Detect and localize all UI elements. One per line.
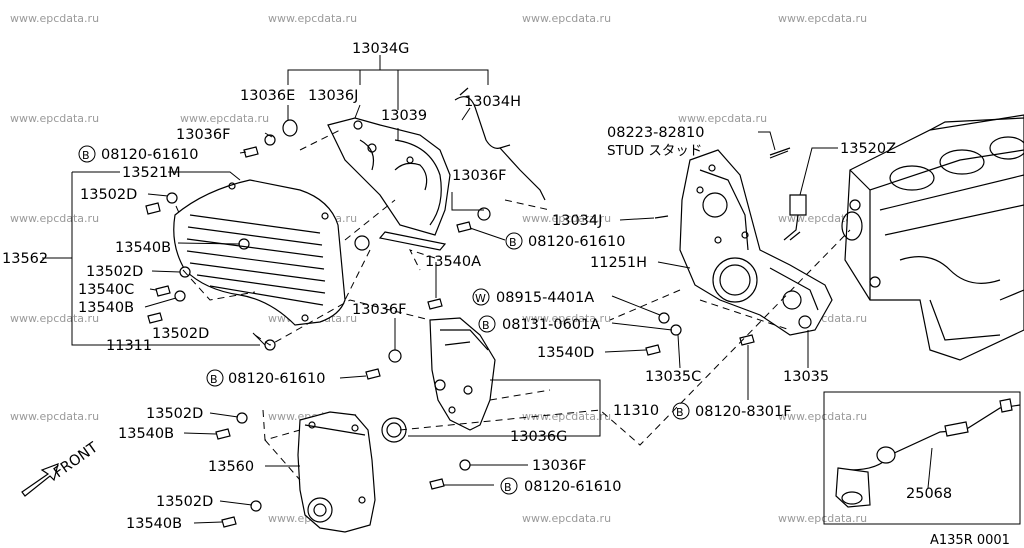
upper-front-cover-drawing [173,179,346,326]
watermark: www.epcdata.ru [10,12,99,25]
alignment-dashed-lines [175,129,851,481]
part-label-13035C[interactable]: 13035C [645,369,701,385]
part-label-13036F[interactable]: 13036F [452,168,506,184]
part-label-13036F[interactable]: 13036F [532,458,586,474]
part-label-13039[interactable]: 13039 [381,108,427,124]
part-label-13034G[interactable]: 13034G [352,41,409,57]
watermark: www.epcdata.ru [522,410,611,423]
washer-badge: W [472,288,490,306]
part-label-08223-82810[interactable]: 08223-82810 [607,125,705,141]
part-label-08120-8301F[interactable]: 08120-8301F [695,404,792,420]
part-label-13540D[interactable]: 13540D [537,345,594,361]
svg-text:B: B [504,481,512,494]
part-label-08120-61610[interactable]: 08120-61610 [528,234,626,250]
part-label-08120-61610[interactable]: 08120-61610 [524,479,622,495]
part-label-13036F[interactable]: 13036F [176,127,230,143]
part-label-13540B[interactable]: 13540B [115,240,171,256]
svg-text:B: B [676,406,684,419]
engine-block-drawing [841,114,1024,361]
part-label-13540B[interactable]: 13540B [118,426,174,442]
part-label-13521M[interactable]: 13521M [122,165,181,181]
part-label-13540B[interactable]: 13540B [126,516,182,532]
bolt-badge: B [478,315,496,333]
part-label-13034H[interactable]: 13034H [464,94,521,110]
part-labels: 13034G 13036E 13036J 13039 13034H 13036F… [2,41,1010,548]
part-label-13036J[interactable]: 13036J [308,88,358,104]
part-label-13034J[interactable]: 13034J [552,213,602,229]
inset-sensor-box [823,391,1021,525]
watermark: www.epcdata.ru [10,312,99,325]
stud-note: STUD スタッド [607,143,702,159]
part-label-13035[interactable]: 13035 [783,369,829,385]
watermark: www.epcdata.ru [522,312,611,325]
part-label-08120-61610[interactable]: 08120-61610 [101,147,199,163]
middle-cover-drawing [429,317,496,431]
watermark: www.epcdata.ru [180,112,269,125]
watermark: www.epcdata.ru [778,410,867,423]
part-label-13562[interactable]: 13562 [2,251,48,267]
watermark: www.epcdata.ru [268,12,357,25]
watermark: www.epcdata.ru [10,112,99,125]
bolt-badge: B [672,402,690,420]
svg-text:B: B [509,236,517,249]
lower-cover-drawing [297,411,376,533]
watermark: www.epcdata.ru [10,410,99,423]
bolt-badge: B [78,145,96,163]
part-label-13502D[interactable]: 13502D [80,187,137,203]
part-label-13540C[interactable]: 13540C [78,282,134,298]
svg-text:B: B [82,149,90,162]
part-label-13502D[interactable]: 13502D [156,494,213,510]
watermark: www.epcdata.ru [10,212,99,225]
watermark: www.epcdata.ru [778,12,867,25]
diagram-code: A135R 0001 [930,533,1010,548]
part-label-13502D[interactable]: 13502D [152,326,209,342]
fasteners-drawing [145,119,755,528]
svg-text:B: B [482,319,490,332]
watermark: www.epcdata.ru [522,512,611,525]
part-label-13520Z[interactable]: 13520Z [840,141,896,157]
leader-lines [42,55,933,524]
front-direction-label: FRONT [51,440,101,482]
part-label-08915-4401A[interactable]: 08915-4401A [496,290,594,306]
upper-rear-cover-drawing [327,87,546,251]
part-label-11311[interactable]: 11311 [106,338,152,354]
bolt-badge: B [500,477,518,495]
watermark: www.epcdata.ru [678,112,767,125]
part-label-13036E[interactable]: 13036E [240,88,295,104]
part-label-13540B[interactable]: 13540B [78,300,134,316]
part-label-13540A[interactable]: 13540A [425,254,481,270]
part-label-25068[interactable]: 25068 [906,486,952,502]
oil-pump-housing-drawing [679,147,833,336]
badges: B B B B W B B [78,145,690,495]
part-label-08131-0601A[interactable]: 08131-0601A [502,317,600,333]
bolt-badge: B [505,232,523,250]
part-label-11251H[interactable]: 11251H [590,255,647,271]
svg-text:B: B [210,373,218,386]
part-label-13036F[interactable]: 13036F [352,302,406,318]
svg-text:W: W [475,292,486,305]
watermark: www.epcdata.ru [778,512,867,525]
front-direction-arrow: FRONT [21,440,101,497]
part-label-13036G[interactable]: 13036G [510,429,567,445]
watermark: www.epcdata.ru [522,12,611,25]
part-label-08120-61610[interactable]: 08120-61610 [228,371,326,387]
watermark: www.epcdata.ru [522,212,611,225]
part-label-13502D[interactable]: 13502D [86,264,143,280]
part-label-13502D[interactable]: 13502D [146,406,203,422]
part-label-13560[interactable]: 13560 [208,459,254,475]
bolt-badge: B [206,369,224,387]
part-label-11310[interactable]: 11310 [613,403,659,419]
